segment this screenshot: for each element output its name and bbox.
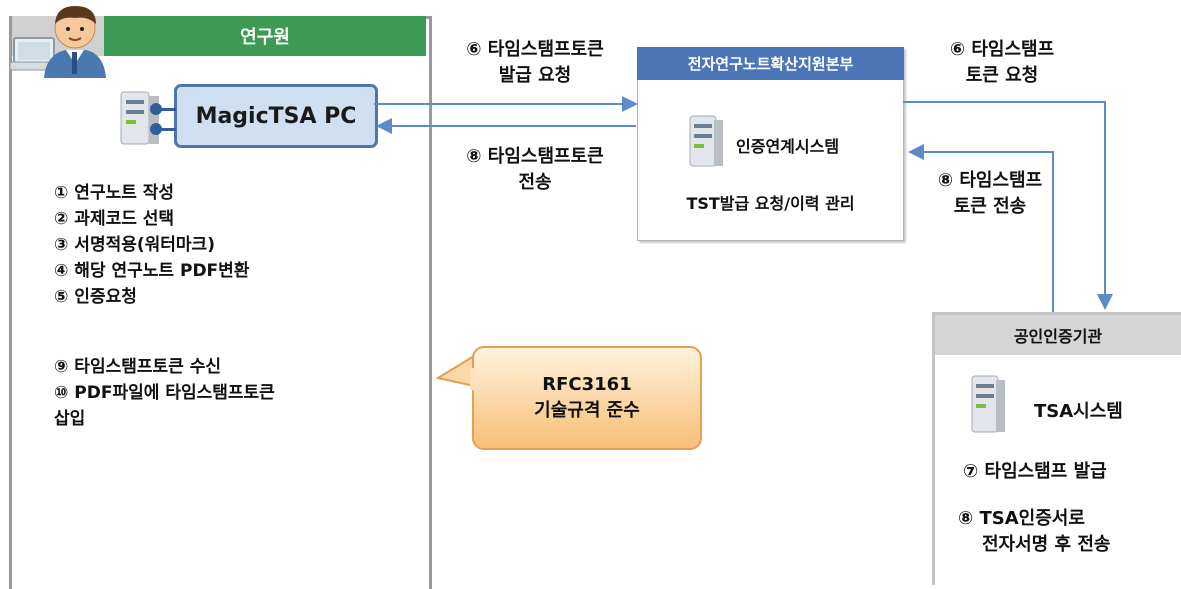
- authority-step8b: 전자서명 후 전송: [982, 534, 1111, 555]
- label-line: 발급 요청: [498, 65, 572, 86]
- label-line: ⑥ 타임스탬프토큰: [466, 39, 604, 60]
- magictsa-pc-box: MagicTSA PC: [174, 84, 378, 148]
- step-item: ① 연구노트 작성: [54, 183, 175, 203]
- label-line: 토큰 전송: [953, 196, 1027, 217]
- label-request-left: ⑥ 타임스탬프토큰 발급 요청: [440, 37, 630, 89]
- label-request-right: ⑥ 타임스탬프 토큰 요청: [922, 37, 1082, 89]
- center-title: 전자연구노트확산지원본부: [637, 47, 904, 80]
- step-item: ⑩ PDF파일에 타임스탬프토큰: [54, 383, 275, 403]
- authority-title: 공인인증기관: [935, 315, 1181, 355]
- callout-line-2: 기술규격 준수: [534, 400, 640, 421]
- step-item: 삽입: [54, 409, 86, 429]
- authority-step7: ⑦ 타임스탬프 발급: [963, 461, 1107, 482]
- connector-line: [160, 128, 176, 131]
- researcher-avatar-icon: [9, 6, 106, 78]
- arrow-send-to-center: [908, 144, 1054, 312]
- callout-line-1: RFC3161: [542, 374, 632, 395]
- server-icon: [971, 375, 1005, 433]
- callout-tail-join: [470, 368, 476, 390]
- label-send-left: ⑧ 타임스탬프토큰 전송: [440, 144, 630, 196]
- arrow-request-to-authority: [903, 101, 1113, 310]
- label-line: ⑥ 타임스탬프: [949, 39, 1055, 60]
- label-send-right: ⑧ 타임스탬프 토큰 전송: [910, 168, 1070, 220]
- connector-dot: [150, 103, 162, 115]
- authority-step8a: ⑧ TSA인증서로: [958, 508, 1085, 529]
- flow-arrows: [374, 96, 1113, 312]
- step-item: ⑨ 타임스탬프토큰 수신: [54, 357, 221, 377]
- authority-box: [932, 312, 1181, 585]
- tsa-system: TSA시스템: [1034, 401, 1123, 422]
- label-line: 토큰 요청: [965, 65, 1039, 86]
- connector-dot: [150, 123, 162, 135]
- rfc-callout: RFC3161 기술규격 준수: [472, 346, 702, 450]
- researcher-title: 연구원: [104, 16, 426, 56]
- label-line: ⑧ 타임스탬프토큰: [466, 146, 604, 167]
- center-system: 인증연계시스템: [736, 137, 840, 156]
- step-item: ③ 서명적용(워터마크): [54, 235, 215, 255]
- label-line: ⑧ 타임스탬프: [937, 170, 1043, 191]
- connector-line: [160, 108, 176, 111]
- label-line: 전송: [518, 172, 552, 193]
- steps-list: ① 연구노트 작성 ② 과제코드 선택 ③ 서명적용(워터마크) ④ 해당 연구…: [54, 180, 249, 310]
- step-item: ⑤ 인증요청: [54, 287, 137, 307]
- center-desc: TST발급 요청/이력 관리: [686, 194, 855, 213]
- step-item: ④ 해당 연구노트 PDF변환: [54, 261, 250, 281]
- step-item: ② 과제코드 선택: [54, 209, 175, 229]
- steps-list-2: ⑨ 타임스탬프토큰 수신 ⑩ PDF파일에 타임스탬프토큰 삽입: [54, 354, 275, 432]
- server-icon: [689, 115, 723, 167]
- server-icon: [120, 91, 159, 145]
